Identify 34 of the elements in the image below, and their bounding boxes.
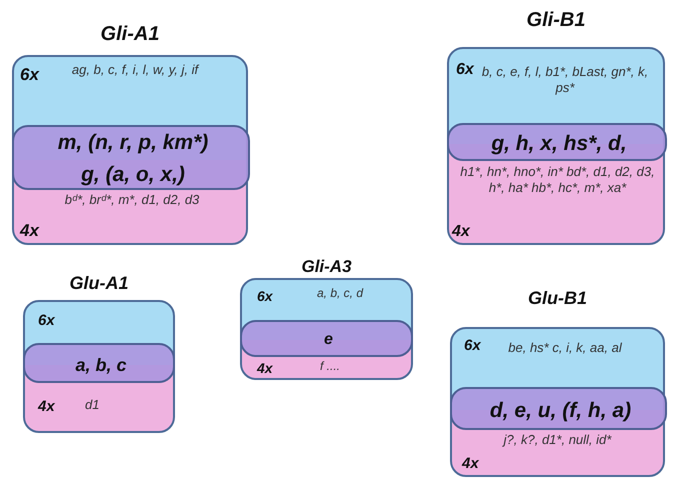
allele-list: f .... xyxy=(300,359,360,374)
shared-allele-list: g, h, x, hs*, d, xyxy=(449,131,669,158)
overlap-band xyxy=(450,387,667,430)
overlap-band xyxy=(23,343,175,383)
panel-title: Glu-B1 xyxy=(526,287,588,310)
shared-allele-list: a, b, c xyxy=(25,354,177,376)
ploidy-label: 4x xyxy=(452,222,472,242)
allele-list: a, b, c, d xyxy=(295,286,385,301)
ploidy-label: 4x xyxy=(38,398,56,417)
allele-list: j?, k?, d1*, null, id* xyxy=(455,432,660,448)
allele-list: ag, b, c, f, i, l, w, y, j, if xyxy=(70,62,200,78)
panel-title: Gli-A3 xyxy=(300,256,353,278)
panel-title: Gli-A1 xyxy=(100,22,160,47)
ploidy-label: 4x xyxy=(462,455,480,474)
overlap-band xyxy=(12,125,250,190)
ploidy-label: 6x xyxy=(20,64,40,86)
panel-title: Glu-A1 xyxy=(68,272,130,294)
overlap-band xyxy=(447,123,667,161)
allele-list: d1 xyxy=(85,397,115,414)
ploidy-label: 6x xyxy=(38,312,56,331)
allele-list: b, c, e, f, l, b1*, bLast, gn*, k, ps* xyxy=(480,64,650,96)
allele-list: h1*, hn*, hno*, in* bd*, d1, d2, d3, h*, ha* hb*, hc*, m*, xa* xyxy=(455,164,660,196)
overlap-band xyxy=(240,320,413,357)
ploidy-label: 6x xyxy=(464,337,482,356)
shared-allele-list: e xyxy=(242,330,415,350)
shared-allele-list: d, e, u, (f, h, a) xyxy=(452,398,669,424)
ploidy-label: 4x xyxy=(20,220,40,242)
ploidy-label: 4x xyxy=(257,360,274,378)
ploidy-label: 6x xyxy=(257,288,274,306)
shared-allele-list: g, (a, o, x,) xyxy=(14,162,252,188)
allele-list: be, hs* c, i, k, aa, al xyxy=(500,340,630,356)
panel-title: Gli-B1 xyxy=(526,8,586,33)
allele-list: bᵈ*, brᵈ*, m*, d1, d2, d3 xyxy=(62,192,202,208)
shared-allele-list: m, (n, r, p, km*) xyxy=(14,130,252,156)
